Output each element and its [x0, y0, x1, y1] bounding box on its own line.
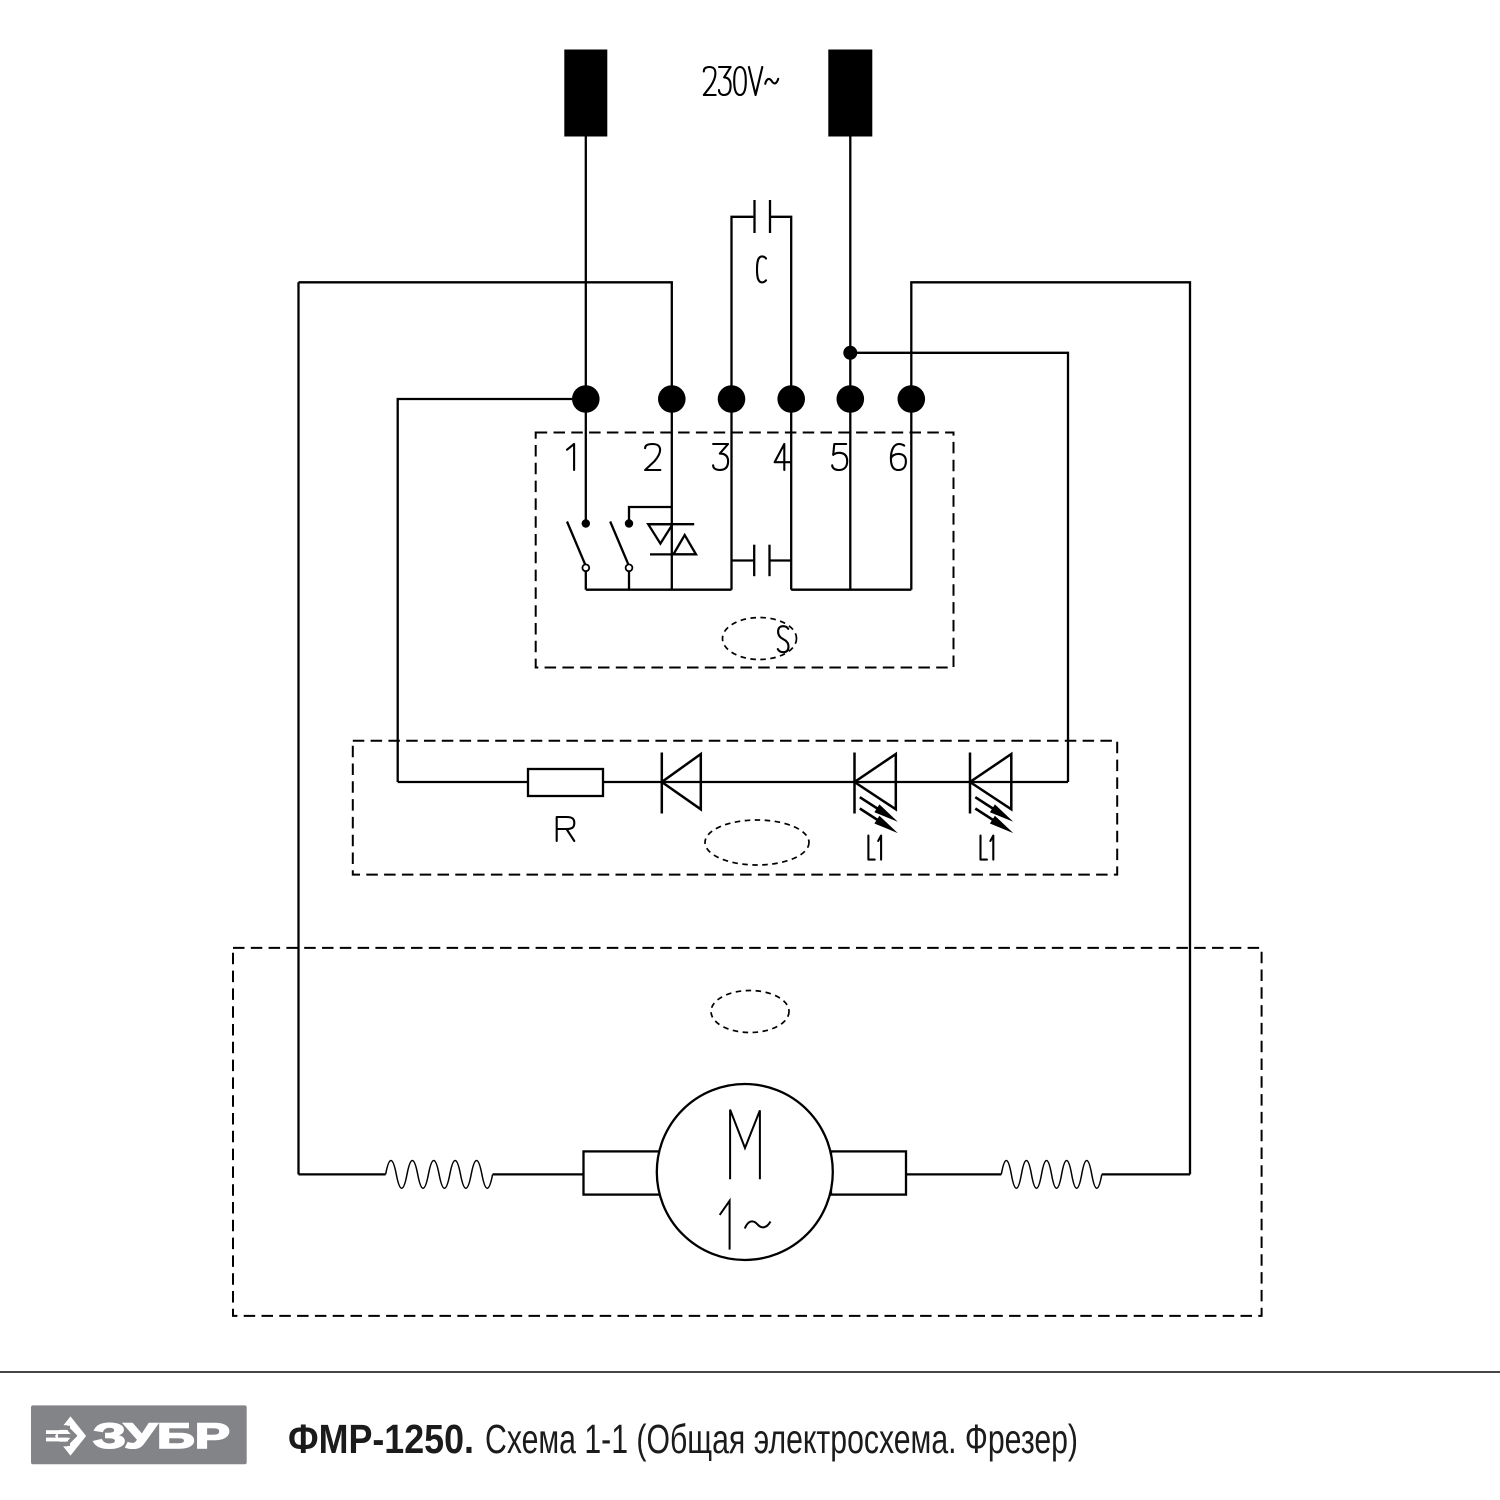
svg-text:ФМР-1250.: ФМР-1250. [288, 1416, 474, 1462]
svg-text:Схема 1-1 (Общая электросхема.: Схема 1-1 (Общая электросхема. Фрезер) [485, 1416, 1078, 1462]
svg-text:ЗУБР: ЗУБР [93, 1417, 230, 1456]
